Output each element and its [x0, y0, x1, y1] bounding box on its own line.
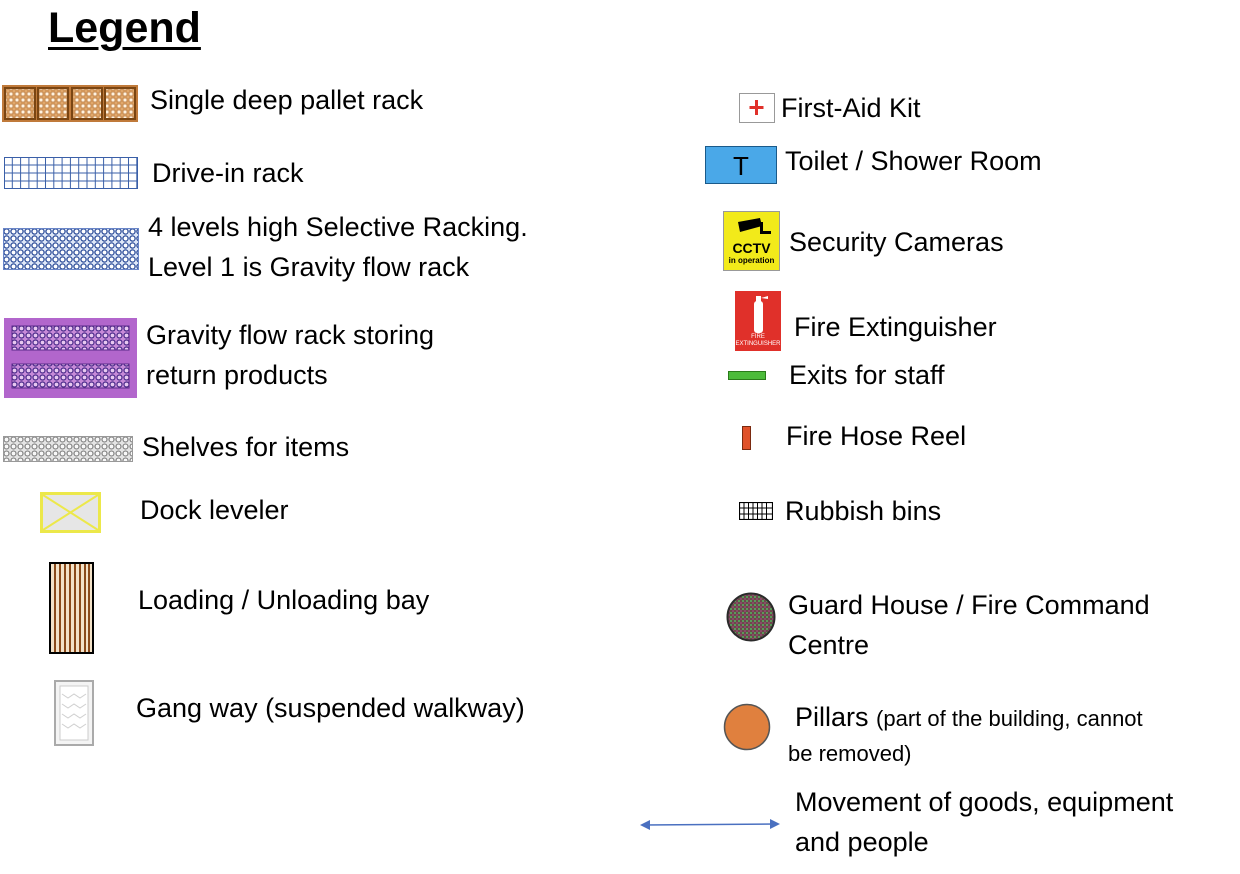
label-fire-hose-reel: Fire Hose Reel — [786, 421, 967, 451]
cctv-icon: CCTV in operation — [723, 211, 780, 271]
label-pillars: Pillars (part of the building, cannot — [795, 697, 1143, 739]
label-security-cameras: Security Cameras — [789, 227, 1004, 257]
fire-hose-reel-icon — [742, 426, 751, 450]
label-first-aid-kit: First-Aid Kit — [781, 93, 921, 123]
label-gravity-flow-rack-line2: return products — [146, 360, 328, 390]
toilet-icon-letter: T — [733, 151, 749, 181]
label-shelves: Shelves for items — [142, 432, 350, 462]
label-fire-extinguisher: Fire Extinguisher — [794, 312, 997, 342]
label-dock-leveler: Dock leveler — [140, 495, 289, 525]
label-selective-racking-line1: 4 levels high Selective Racking. — [148, 212, 528, 242]
shelves-icon — [3, 436, 133, 462]
toilet-icon: T — [705, 146, 777, 184]
label-exits: Exits for staff — [789, 360, 945, 390]
double-arrow-icon — [638, 817, 782, 833]
exit-icon — [728, 371, 766, 380]
cctv-icon-subtext: in operation — [728, 256, 775, 265]
label-pillars-main: Pillars — [795, 702, 869, 732]
label-gang-way: Gang way (suspended walkway) — [136, 693, 525, 723]
label-drive-in-rack: Drive-in rack — [152, 158, 304, 188]
label-guard-house-line1: Guard House / Fire Command — [788, 590, 1150, 620]
label-toilet: Toilet / Shower Room — [785, 146, 1042, 176]
label-selective-racking-line2: Level 1 is Gravity flow rack — [148, 252, 470, 282]
label-single-deep-pallet-rack: Single deep pallet rack — [150, 85, 424, 115]
cctv-icon-text: CCTV — [732, 240, 771, 256]
fire-extinguisher-icon: FIRE EXTINGUISHER — [735, 291, 781, 351]
fire-extinguisher-icon-subtext: EXTINGUISHER — [735, 341, 781, 347]
label-pillars-note-line1: (part of the building, cannot — [876, 706, 1143, 731]
pillar-icon — [723, 703, 771, 751]
gang-way-icon — [54, 680, 94, 746]
selective-racking-icon — [3, 228, 139, 270]
first-aid-icon — [739, 93, 775, 123]
label-movement-line2: and people — [795, 827, 929, 857]
legend-title: Legend — [48, 4, 201, 52]
label-movement-line1: Movement of goods, equipment — [795, 787, 1174, 817]
gravity-flow-rack-icon — [4, 318, 137, 398]
label-pillars-note-line2: be removed) — [788, 741, 912, 766]
dock-leveler-icon — [40, 492, 101, 533]
label-gravity-flow-rack-line1: Gravity flow rack storing — [146, 320, 435, 350]
fire-extinguisher-icon-text: FIRE — [751, 334, 765, 340]
rubbish-bin-icon — [739, 502, 773, 520]
label-rubbish-bins: Rubbish bins — [785, 496, 942, 526]
label-loading-bay: Loading / Unloading bay — [138, 585, 430, 615]
loading-bay-icon — [49, 562, 94, 654]
label-guard-house-line2: Centre — [788, 630, 870, 660]
drive-in-rack-icon — [4, 157, 138, 189]
pallet-rack-icon — [2, 85, 138, 122]
guard-house-icon — [726, 592, 776, 642]
